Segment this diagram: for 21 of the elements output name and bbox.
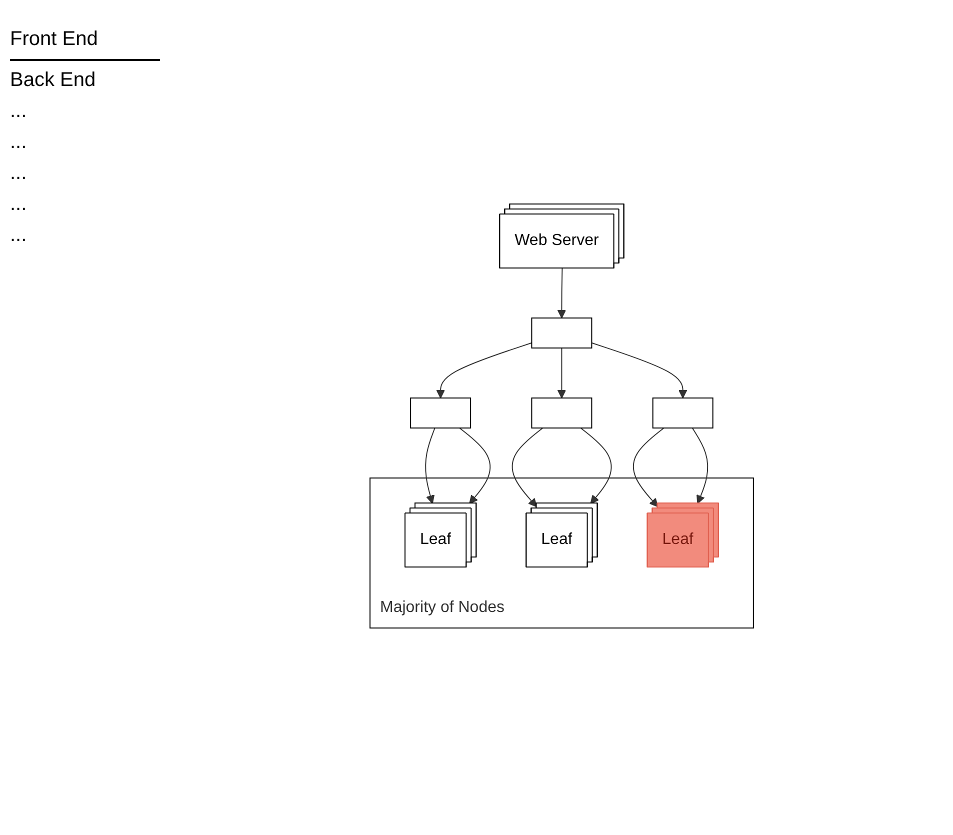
ellipsis-label: ... [10,224,28,247]
arrow [557,268,566,318]
arrow [512,427,544,507]
node-box [531,397,592,428]
arrow [458,427,490,504]
arrow [557,347,566,398]
arrow [580,427,612,504]
node-box [652,397,714,428]
arrow [591,342,688,398]
node-box [410,397,471,428]
section-label: Front End [10,28,99,51]
arrow [424,427,436,504]
ellipsis-label: ... [10,193,28,216]
node-box [531,317,592,348]
ellipsis-label: ... [10,100,28,123]
ellipsis-label: ... [10,131,28,154]
arrow [436,342,532,398]
arrow [632,427,664,507]
arrow [692,427,708,504]
section-label: Back End [10,69,97,92]
ellipsis-label: ... [10,162,28,185]
